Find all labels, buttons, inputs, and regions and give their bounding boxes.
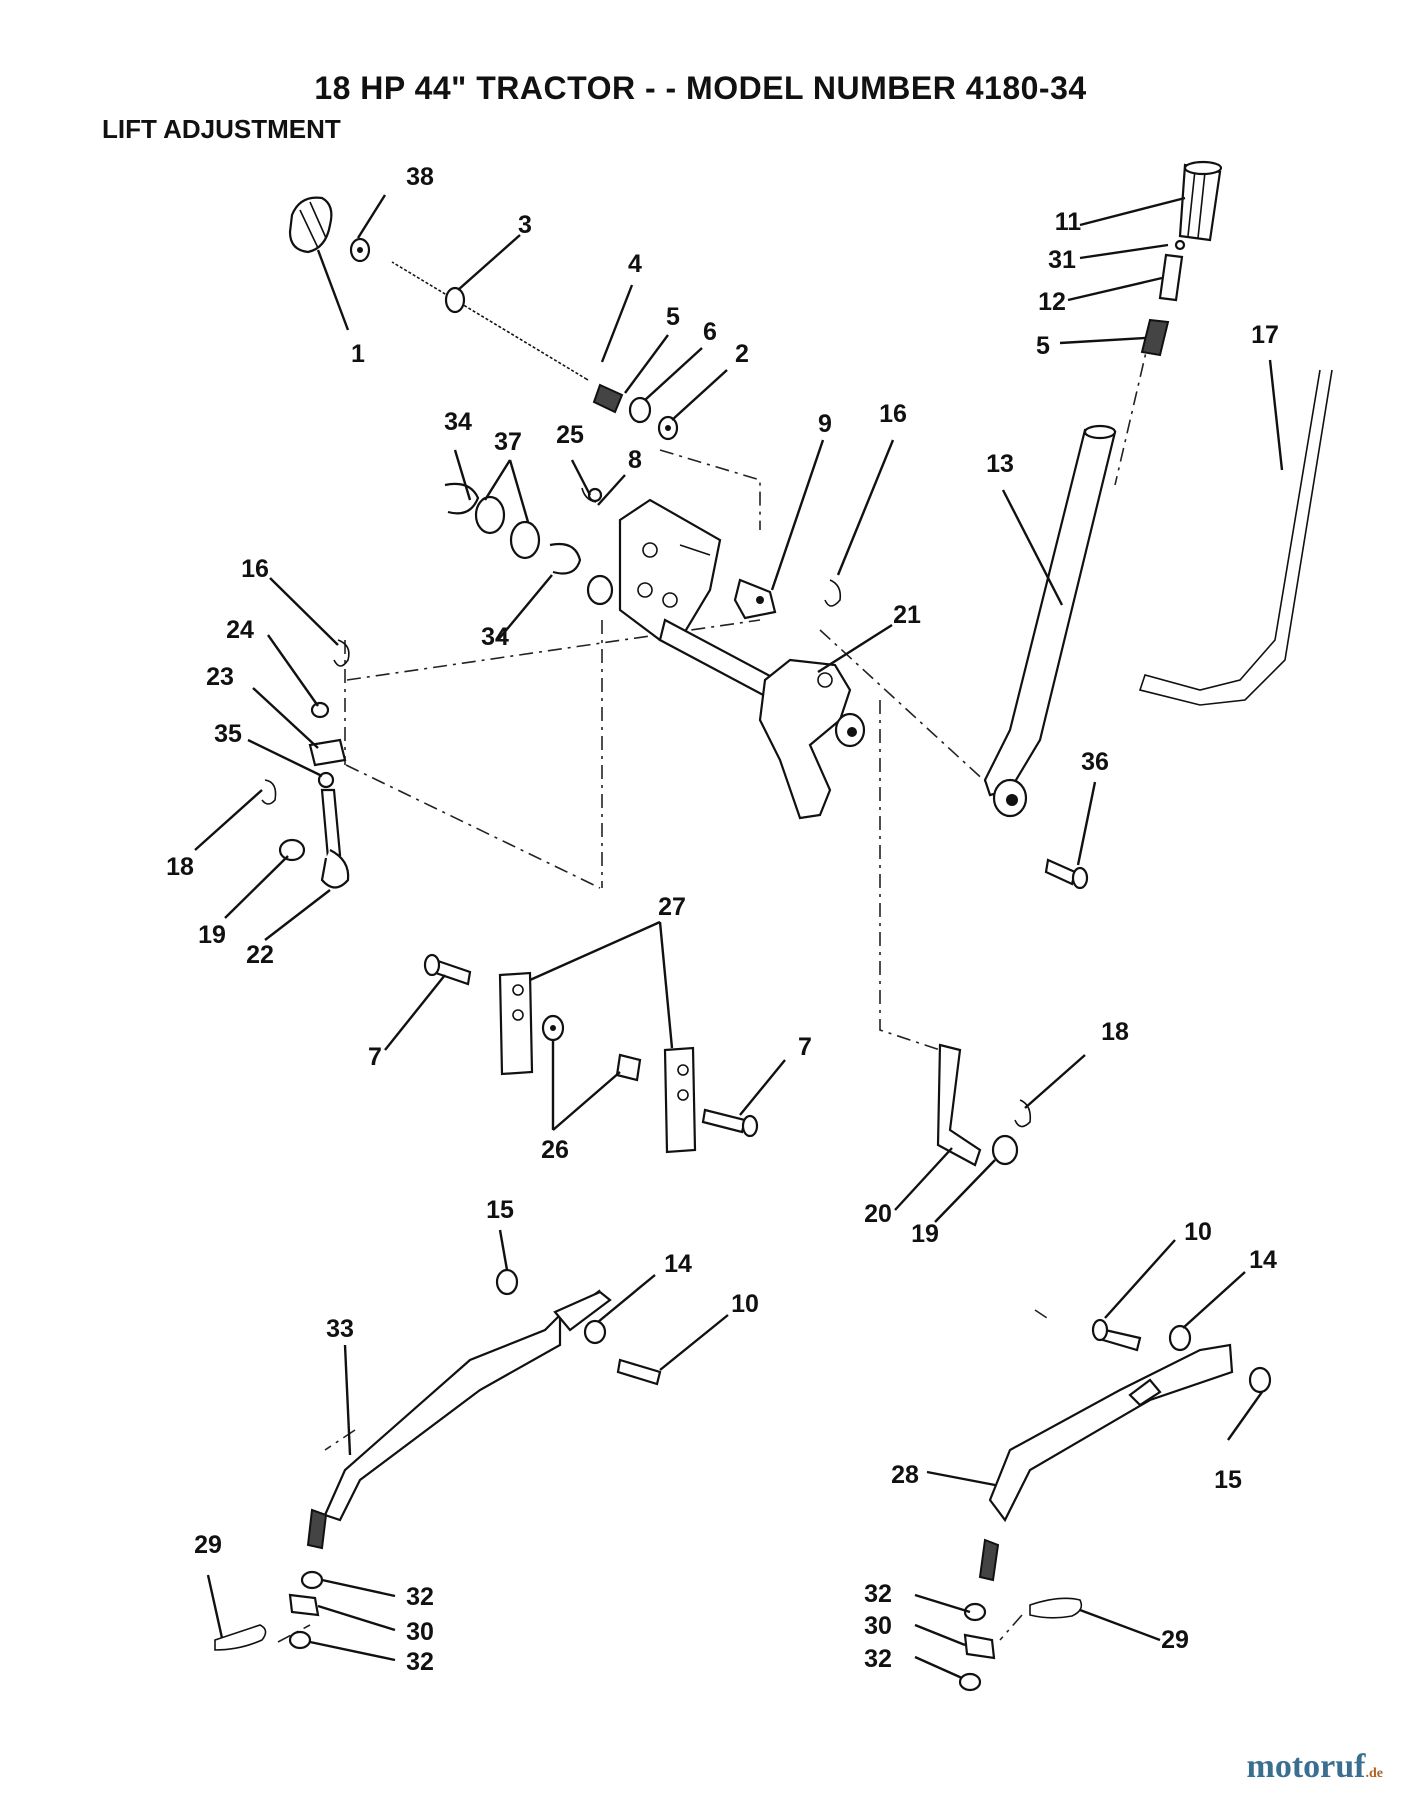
label-4: 4	[628, 250, 642, 278]
part-pin-9	[733, 578, 777, 620]
label-28: 28	[891, 1461, 919, 1489]
label-32d: 32	[864, 1645, 892, 1673]
part-bolts-7	[423, 953, 759, 1138]
part-nuts-26	[541, 1014, 642, 1082]
part-spring-5a	[592, 383, 624, 414]
label-2: 2	[735, 340, 749, 368]
label-17: 17	[1251, 321, 1279, 349]
label-35: 35	[214, 720, 242, 748]
part-shaft-21	[658, 618, 866, 820]
label-3: 3	[518, 211, 532, 239]
label-38: 38	[406, 163, 434, 191]
label-1: 1	[351, 340, 365, 368]
label-14: 14	[664, 1250, 692, 1278]
part-clips-34-37	[444, 482, 603, 575]
part-clip-16a	[824, 579, 842, 607]
label-18: 18	[166, 853, 194, 881]
label-32c: 32	[864, 1580, 892, 1608]
label-9: 9	[818, 410, 832, 438]
part-lift-link-28	[978, 1318, 1272, 1582]
part-number-labels: 38 3 4 1 5 6 2 11 31 12 5 17 34 37 25 8 …	[166, 163, 1279, 1676]
label-26: 26	[541, 1136, 569, 1164]
part-rod-3	[391, 260, 589, 381]
label-36: 36	[1081, 748, 1109, 776]
label-33: 33	[326, 1315, 354, 1343]
watermark-tld: .de	[1365, 1766, 1384, 1781]
part-nut-2	[657, 415, 679, 441]
part-bottom-left-hardware	[214, 1570, 324, 1651]
label-22: 22	[246, 941, 274, 969]
label-37: 37	[494, 428, 522, 456]
label-11: 11	[1055, 208, 1082, 236]
label-15b: 15	[1214, 1466, 1242, 1494]
label-7: 7	[368, 1043, 382, 1071]
assembly-lines	[277, 334, 1151, 1643]
label-12: 12	[1038, 288, 1066, 316]
label-18b: 18	[1101, 1018, 1129, 1046]
watermark-brand: motoruf	[1246, 1748, 1366, 1785]
label-21: 21	[893, 601, 921, 629]
label-29b: 29	[1161, 1626, 1189, 1654]
part-pin-12	[1158, 253, 1184, 302]
part-plates-27	[498, 971, 697, 1154]
label-19b: 19	[911, 1220, 939, 1248]
label-13: 13	[986, 450, 1014, 478]
label-8: 8	[628, 446, 642, 474]
part-grip-11	[1174, 160, 1223, 251]
part-left-assembly	[261, 639, 350, 889]
part-link-20	[936, 1043, 1032, 1167]
part-washer-38	[349, 237, 371, 263]
label-10b: 10	[1184, 1218, 1212, 1246]
leader-lines	[194, 194, 1284, 1680]
section-title: LIFT ADJUSTMENT	[102, 114, 341, 144]
label-34b: 34	[481, 623, 509, 651]
part-lift-link-33	[306, 1268, 662, 1550]
part-knob-1	[288, 196, 333, 254]
part-handle-13	[983, 424, 1117, 818]
label-16b: 16	[241, 555, 269, 583]
label-20: 20	[864, 1200, 892, 1228]
label-5b: 5	[1036, 332, 1050, 360]
label-34: 34	[444, 408, 472, 436]
label-16: 16	[879, 400, 907, 428]
label-27: 27	[658, 893, 686, 921]
label-5: 5	[666, 303, 680, 331]
label-30b: 30	[864, 1612, 892, 1640]
label-30: 30	[406, 1618, 434, 1646]
label-14b: 14	[1249, 1246, 1277, 1274]
label-31: 31	[1048, 246, 1076, 274]
label-10: 10	[731, 1290, 759, 1318]
part-washer-6	[628, 396, 652, 424]
label-7b: 7	[798, 1033, 812, 1061]
label-32: 32	[406, 1583, 434, 1611]
part-spring-5b	[1140, 318, 1170, 357]
page-title: 18 HP 44" TRACTOR - - MODEL NUMBER 4180-…	[314, 70, 1087, 106]
label-32b: 32	[406, 1648, 434, 1676]
label-25: 25	[556, 421, 584, 449]
label-24: 24	[226, 616, 254, 644]
watermark-logo: motoruf.de	[1247, 1748, 1383, 1786]
part-rod-17	[1138, 369, 1333, 706]
part-bolt-36	[1044, 858, 1089, 890]
part-bracket	[586, 498, 722, 642]
label-23: 23	[206, 663, 234, 691]
label-15: 15	[486, 1196, 514, 1224]
label-29: 29	[194, 1531, 222, 1559]
label-19: 19	[198, 921, 226, 949]
part-bottom-right-hardware	[958, 1597, 1083, 1692]
label-6: 6	[703, 318, 717, 346]
